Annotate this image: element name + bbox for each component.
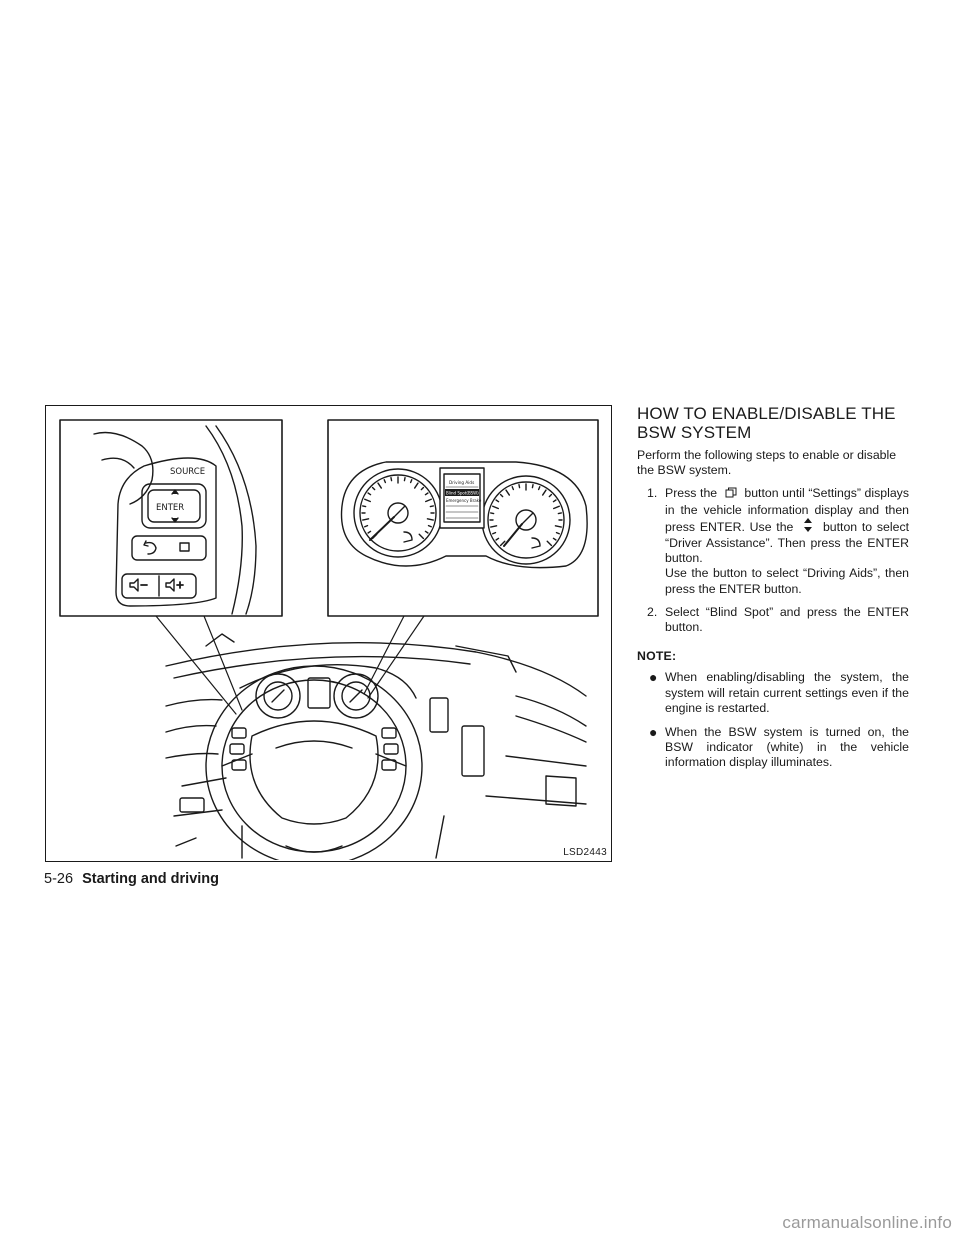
gauge-tick bbox=[555, 531, 560, 535]
bullet-icon: ● bbox=[649, 724, 658, 741]
gauge-tick bbox=[403, 476, 406, 482]
gauge-tick bbox=[511, 486, 515, 491]
step-text: button to select “Driver Assistance”. Th… bbox=[665, 519, 910, 566]
step-number: 1. bbox=[647, 486, 658, 501]
step-text: Use the button to select “Driving Aids”,… bbox=[665, 566, 909, 596]
gauge-tick bbox=[518, 483, 521, 489]
gauge-tick bbox=[546, 540, 553, 547]
gauge-tick bbox=[427, 524, 432, 528]
page-footer: 5-26 Starting and driving bbox=[44, 871, 219, 887]
watermark[interactable]: carmanualsonline.info bbox=[782, 1213, 952, 1232]
steering-switch-inset: SOURCE ENTER bbox=[59, 419, 283, 617]
callout-lines bbox=[155, 615, 425, 715]
gauge-tick bbox=[371, 486, 376, 491]
right-gauge-ticks bbox=[489, 483, 563, 547]
gauge-tick bbox=[541, 489, 547, 496]
menu-button-icon bbox=[721, 487, 741, 502]
gauge-tick bbox=[552, 499, 557, 503]
display-menu-item-blind-spot: Blind Spot(BSW) bbox=[446, 491, 479, 496]
gauge-tick bbox=[429, 505, 435, 508]
gauge-tick bbox=[371, 533, 378, 540]
gauge-tick bbox=[505, 489, 511, 496]
gauge-tick bbox=[489, 525, 498, 528]
gauge-tick bbox=[383, 479, 387, 484]
gauge-tick bbox=[552, 537, 557, 541]
gauge-tick bbox=[426, 518, 435, 521]
heading-line-2: BSW SYSTEM bbox=[637, 423, 752, 442]
gauge-tick bbox=[420, 486, 425, 491]
gauge-tick bbox=[409, 479, 413, 484]
steering-wheel-illustration: SOURCE ENTER bbox=[59, 419, 599, 860]
gauge-tick bbox=[492, 505, 499, 510]
note-label: NOTE: bbox=[637, 649, 677, 664]
gauge-tick bbox=[537, 486, 541, 491]
gauge-tick bbox=[489, 512, 495, 515]
page-number: 5-26 bbox=[44, 871, 74, 887]
enter-label: ENTER bbox=[156, 503, 184, 513]
step-number: 2. bbox=[647, 604, 658, 619]
gauge-tick bbox=[367, 530, 372, 534]
figure-code: LSD2443 bbox=[563, 847, 607, 858]
step-1: 1. Press the button until “Settings” dis… bbox=[637, 486, 909, 596]
figure: SOURCE ENTER bbox=[45, 405, 612, 862]
intro-paragraph: Perform the following steps to enable or… bbox=[637, 448, 897, 478]
gauge-tick bbox=[495, 499, 500, 503]
gauge-tick bbox=[413, 482, 419, 489]
step-text: Press the bbox=[665, 486, 718, 501]
gauge-tick bbox=[425, 498, 432, 503]
note-text: When the BSW system is turned on, the BS… bbox=[665, 725, 909, 770]
display-menu-item-emergency-brake: Emergency Brake bbox=[446, 498, 482, 503]
dashboard-drawing bbox=[165, 633, 587, 860]
gauge-tick bbox=[424, 530, 429, 534]
text-column: HOW TO ENABLE/DISABLE THE BSW SYSTEM Per… bbox=[637, 404, 909, 780]
gauge-tick bbox=[492, 531, 497, 535]
step-body: Press the button until “Settings” displa… bbox=[665, 486, 909, 596]
gauge-tick bbox=[548, 493, 553, 498]
gauge-tick bbox=[418, 533, 425, 540]
section-heading: HOW TO ENABLE/DISABLE THE BSW SYSTEM bbox=[637, 404, 909, 442]
gauge-tick bbox=[531, 483, 534, 489]
gauge-tick bbox=[390, 476, 393, 482]
up-down-arrow-icon bbox=[798, 517, 818, 536]
chapter-title: Starting and driving bbox=[82, 871, 220, 887]
step-text: button until “Settings” displays in the … bbox=[665, 486, 909, 534]
source-label: SOURCE bbox=[170, 467, 205, 477]
display-highlight-bar bbox=[445, 489, 479, 496]
gauge-tick bbox=[557, 512, 563, 515]
note-text: When enabling/disabling the system, the … bbox=[665, 670, 909, 715]
gauge-tick bbox=[554, 525, 563, 528]
gauge-tick bbox=[364, 498, 371, 503]
gauge-tick bbox=[361, 505, 367, 508]
note-item: ● When enabling/disabling the system, th… bbox=[637, 670, 909, 716]
left-gauge-ticks bbox=[361, 476, 435, 540]
note-item: ● When the BSW system is turned on, the … bbox=[637, 725, 909, 771]
gauge-tick bbox=[553, 505, 560, 510]
gauge-tick bbox=[499, 540, 506, 547]
gauge-tick bbox=[364, 524, 369, 528]
gauge-tick bbox=[361, 518, 370, 521]
gauge-tick bbox=[499, 493, 504, 498]
bullet-icon: ● bbox=[649, 669, 658, 686]
display-menu-title: Driving Aids bbox=[449, 480, 474, 485]
gauge-tick bbox=[377, 482, 383, 489]
gauge-tick bbox=[367, 492, 372, 496]
step-text: Select “Blind Spot” and press the ENTER … bbox=[665, 604, 909, 635]
step-2: 2. Select “Blind Spot” and press the ENT… bbox=[637, 605, 909, 635]
heading-line-1: HOW TO ENABLE/DISABLE THE bbox=[637, 404, 896, 423]
gauge-tick bbox=[495, 537, 500, 541]
gauge-tick bbox=[424, 492, 429, 496]
cluster-inset: Driving Aids Blind Spot(BSW) Emergency B… bbox=[327, 419, 599, 617]
